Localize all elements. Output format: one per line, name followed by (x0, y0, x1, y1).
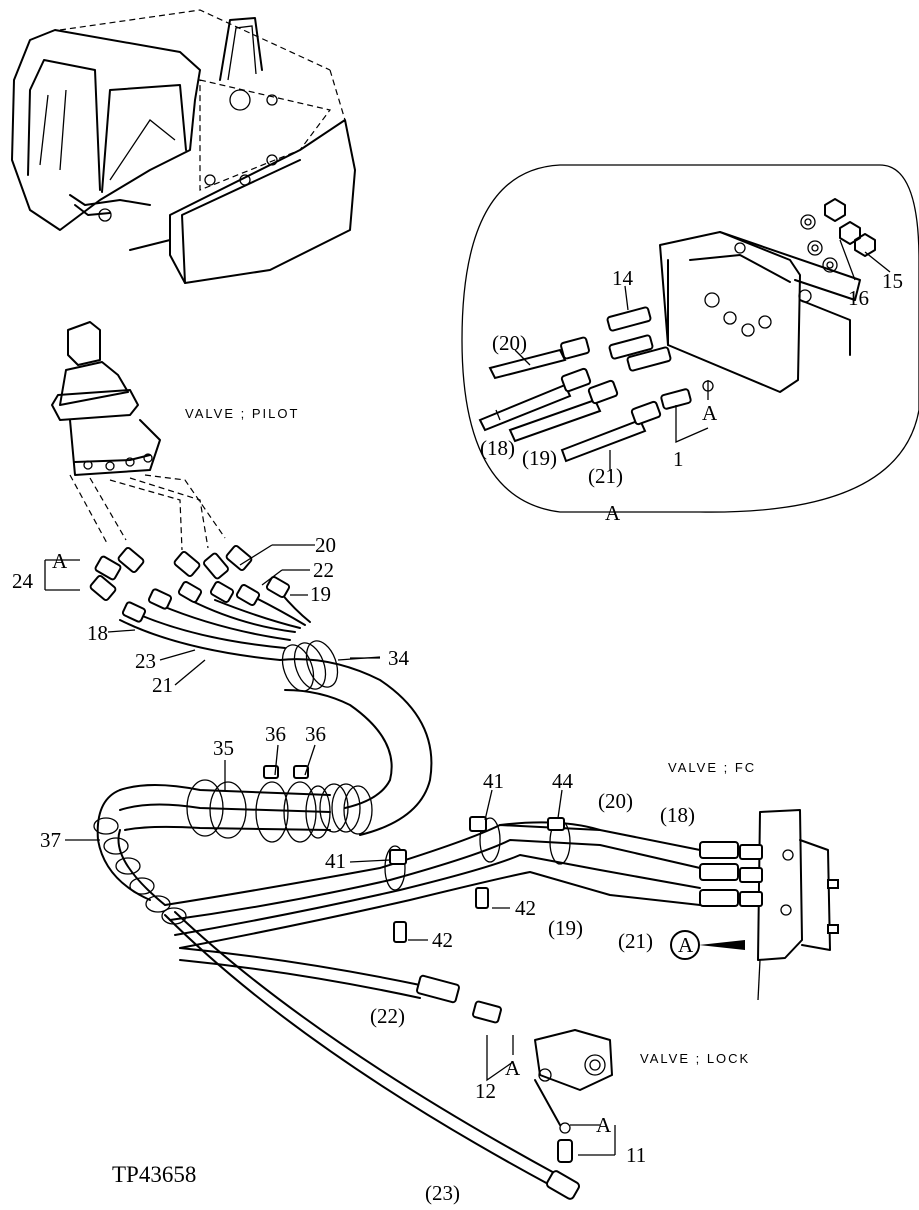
callout-19-main: (19) (548, 916, 583, 940)
callout-22-main: (22) (370, 1004, 405, 1028)
detail-view-a: 14 16 15 (20) (18) (19) (21) 1 A A (461, 164, 919, 525)
caption-valve-fc: VALVE ; FC (668, 760, 756, 775)
callout-23: 23 (135, 649, 156, 673)
callout-42-b: 42 (432, 928, 453, 952)
callout-1: 1 (673, 447, 684, 471)
callout-23-main: (23) (425, 1181, 460, 1205)
label-a-detail-port: A (702, 401, 718, 425)
callout-44: 44 (552, 769, 574, 793)
detail-a-callout-badge: A (670, 930, 745, 960)
callout-16: 16 (848, 286, 869, 310)
callout-36-b: 36 (305, 722, 326, 746)
callout-19: 19 (310, 582, 331, 606)
callout-leaders (44, 544, 616, 1156)
callout-18: 18 (87, 621, 108, 645)
callout-37: 37 (40, 828, 61, 852)
hoses-to-fc-valve (164, 816, 739, 949)
detail-hoses (478, 336, 662, 463)
callout-42-a: 42 (515, 896, 536, 920)
callout-20-detail: (20) (492, 331, 527, 355)
hose-22 (179, 947, 502, 1024)
callout-18-detail: (18) (480, 436, 515, 460)
callout-22: 22 (313, 558, 334, 582)
callout-24: 24 (12, 569, 34, 593)
callout-41-a: 41 (483, 769, 504, 793)
callout-12: 12 (475, 1079, 496, 1103)
callout-36-a: 36 (265, 722, 286, 746)
document-code: TP43658 (112, 1162, 196, 1187)
label-a-pilot: A (52, 549, 68, 573)
pilot-valve: VALVE ; PILOT (51, 321, 299, 476)
callout-21-main: (21) (618, 929, 653, 953)
callout-35: 35 (213, 736, 234, 760)
pilot-fittings (89, 545, 253, 601)
callout-34: 34 (388, 646, 410, 670)
lock-valve: VALVE ; LOCK (486, 1029, 750, 1163)
caption-valve-lock: VALVE ; LOCK (640, 1051, 750, 1066)
hose-23 (164, 911, 581, 1200)
callout-20-main: (20) (598, 789, 633, 813)
callout-20: 20 (315, 533, 336, 557)
badge-a-text: A (678, 933, 694, 957)
callout-18-main: (18) (660, 803, 695, 827)
hose-bundle-pilot (119, 576, 311, 661)
callout-41-b: 41 (325, 849, 346, 873)
callout-15: 15 (882, 269, 903, 293)
callout-labels: 20 22 19 24 A 18 23 21 34 35 36 36 37 41… (12, 533, 695, 1205)
callout-21: 21 (152, 673, 173, 697)
detail-view-label: A (605, 501, 621, 525)
fc-valve: VALVE ; FC (668, 760, 839, 1001)
callout-11: 11 (626, 1143, 646, 1167)
label-a-lock: A (505, 1056, 521, 1080)
adapter-fittings (606, 306, 692, 410)
excavator-upperstructure (11, 9, 356, 284)
callout-21-detail: (21) (588, 464, 623, 488)
port-leader-lines (69, 474, 226, 551)
caption-valve-pilot: VALVE ; PILOT (185, 406, 299, 421)
label-a-lock-port: A (596, 1113, 612, 1137)
callout-14: 14 (612, 266, 634, 290)
callout-19-detail: (19) (522, 446, 557, 470)
